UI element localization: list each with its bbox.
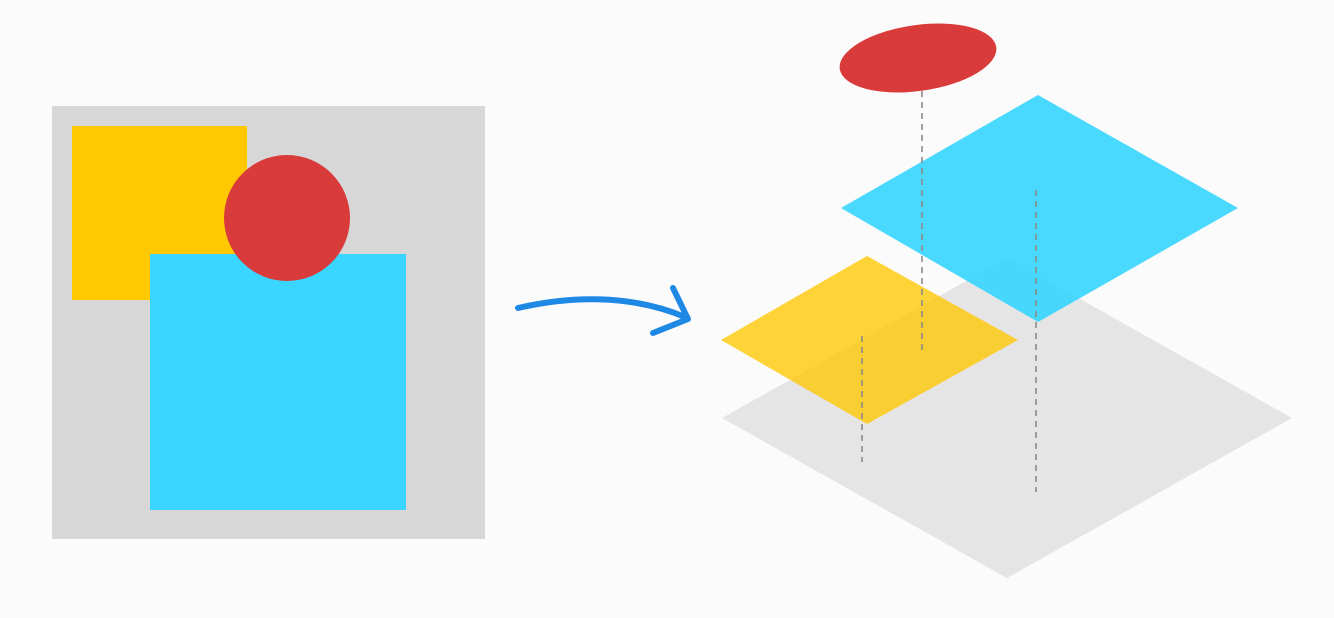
yellow-plane xyxy=(721,256,1018,424)
flat-blue-square xyxy=(150,254,406,510)
curved-arrow-right-icon xyxy=(515,285,691,336)
arrow-shaft xyxy=(515,296,688,320)
blue-plane xyxy=(841,95,1238,322)
red-ellipse xyxy=(839,23,997,93)
arrow-head xyxy=(650,285,691,336)
flat-view xyxy=(52,106,485,539)
flat-red-circle xyxy=(224,155,350,281)
exploded-view xyxy=(721,23,1292,578)
